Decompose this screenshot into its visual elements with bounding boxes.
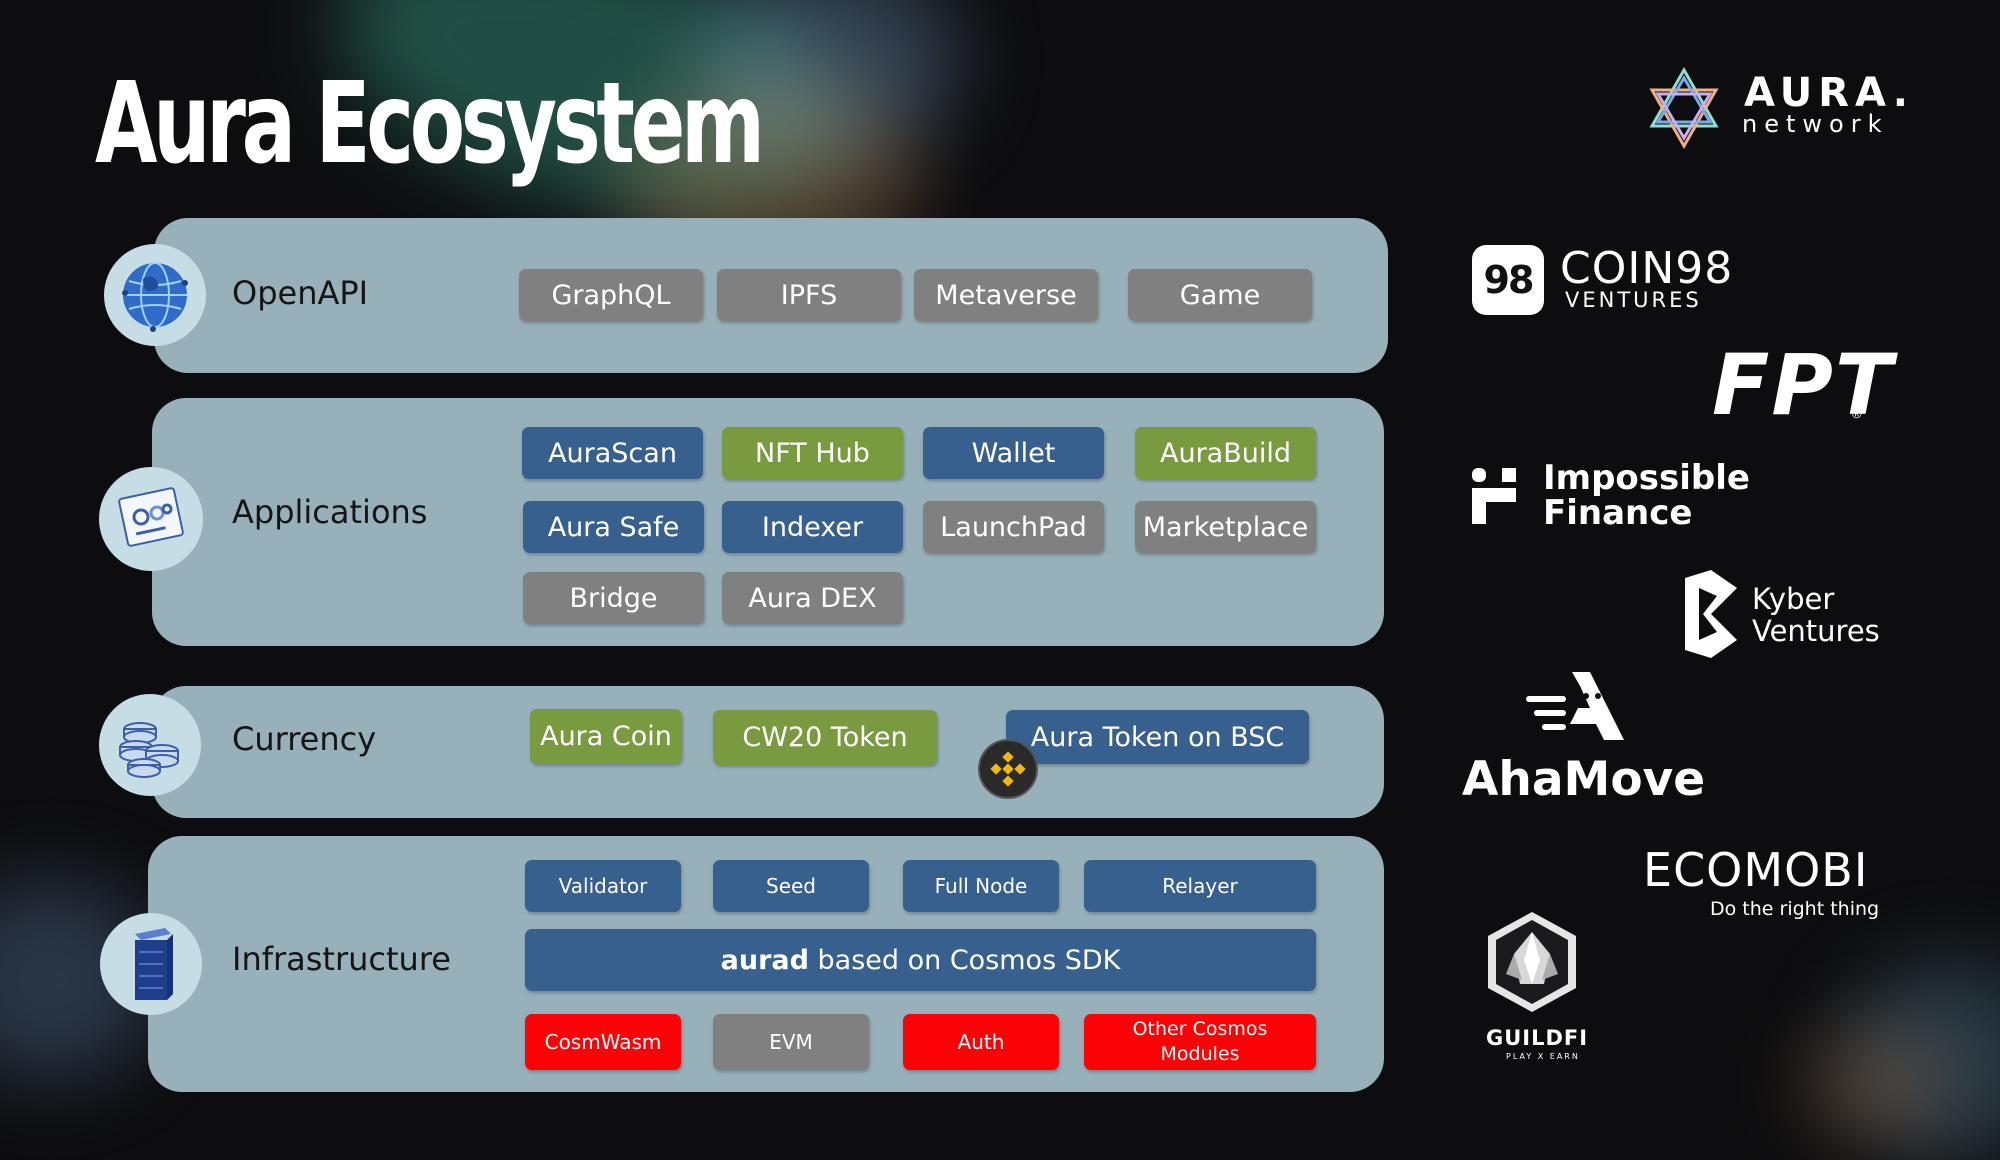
openapi-metaverse: Metaverse <box>914 269 1098 321</box>
guildfi-icon <box>1484 910 1580 1014</box>
fpt-logo: FPT <box>1712 336 1895 434</box>
app-bridge: Bridge <box>523 572 704 624</box>
impossible-finance-line1: Impossible <box>1543 458 1750 498</box>
app-aurascan: AuraScan <box>522 427 703 479</box>
fpt-registered-mark: ® <box>1852 406 1862 421</box>
guildfi-tagline: PLAY X EARN <box>1506 1052 1580 1061</box>
coin98-name: COIN98 <box>1560 243 1734 294</box>
currency-aura-token-bsc: Aura Token on BSC <box>1006 710 1309 764</box>
aura-network-logo-icon <box>1640 64 1728 152</box>
layer-label-infrastructure: Infrastructure <box>232 940 451 978</box>
aura-network-name: AURA. <box>1744 70 1914 116</box>
app-wallet: Wallet <box>923 427 1104 479</box>
impossible-finance-icon <box>1470 466 1522 526</box>
module-auth: Auth <box>903 1014 1059 1070</box>
infra-full-node: Full Node <box>903 860 1059 912</box>
page-title: Aura Ecosystem <box>95 59 765 189</box>
openapi-graphql: GraphQL <box>519 269 703 321</box>
guildfi-name: GUILDFI <box>1486 1026 1589 1050</box>
currency-aura-coin: Aura Coin <box>530 709 682 764</box>
coin98-badge-text: 98 <box>1483 258 1535 302</box>
decorative-glow <box>1840 960 2000 1160</box>
currency-cw20-token: CW20 Token <box>713 710 937 765</box>
ecomobi-name: ECOMOBI <box>1643 843 1869 897</box>
globe-icon <box>104 244 206 346</box>
server-icon <box>100 913 202 1015</box>
openapi-ipfs: IPFS <box>717 269 901 321</box>
app-nft-hub: NFT Hub <box>722 427 903 479</box>
app-aura-safe: Aura Safe <box>523 501 704 553</box>
aura-network-sub: network <box>1742 110 1889 138</box>
openapi-game: Game <box>1128 269 1312 321</box>
core-name: aurad <box>720 944 809 976</box>
ahamove-name: AhaMove <box>1462 752 1706 807</box>
infra-core-aurad: aurad based on Cosmos SDK <box>525 929 1316 991</box>
impossible-finance-line2: Finance <box>1543 493 1693 533</box>
infra-seed: Seed <box>713 860 869 912</box>
ahamove-icon <box>1520 668 1626 744</box>
decorative-glow <box>1800 1030 1950 1140</box>
app-aura-dex: Aura DEX <box>722 572 903 624</box>
coin98-badge: 98 <box>1472 245 1544 315</box>
app-marketplace: Marketplace <box>1135 501 1316 553</box>
layer-label-applications: Applications <box>232 493 428 531</box>
binance-icon <box>978 739 1038 799</box>
app-aurabuild: AuraBuild <box>1135 427 1316 479</box>
coins-icon <box>99 694 201 796</box>
infra-relayer: Relayer <box>1084 860 1316 912</box>
infra-validator: Validator <box>525 860 681 912</box>
kyber-ventures-icon <box>1677 568 1743 660</box>
module-cosmwasm: CosmWasm <box>525 1014 681 1070</box>
module-evm: EVM <box>713 1014 869 1070</box>
kyber-ventures-line2: Ventures <box>1752 614 1880 648</box>
layer-label-currency: Currency <box>232 720 377 758</box>
layer-label-openapi: OpenAPI <box>232 274 369 312</box>
app-indexer: Indexer <box>722 501 903 553</box>
dashboard-icon <box>99 467 203 571</box>
app-launchpad: LaunchPad <box>923 501 1104 553</box>
coin98-sub: VENTURES <box>1565 288 1702 312</box>
core-description: based on Cosmos SDK <box>808 944 1121 976</box>
module-other-cosmos: Other Cosmos Modules <box>1084 1014 1316 1070</box>
ecomobi-tagline: Do the right thing <box>1710 898 1880 920</box>
kyber-ventures-line1: Kyber <box>1752 582 1835 616</box>
